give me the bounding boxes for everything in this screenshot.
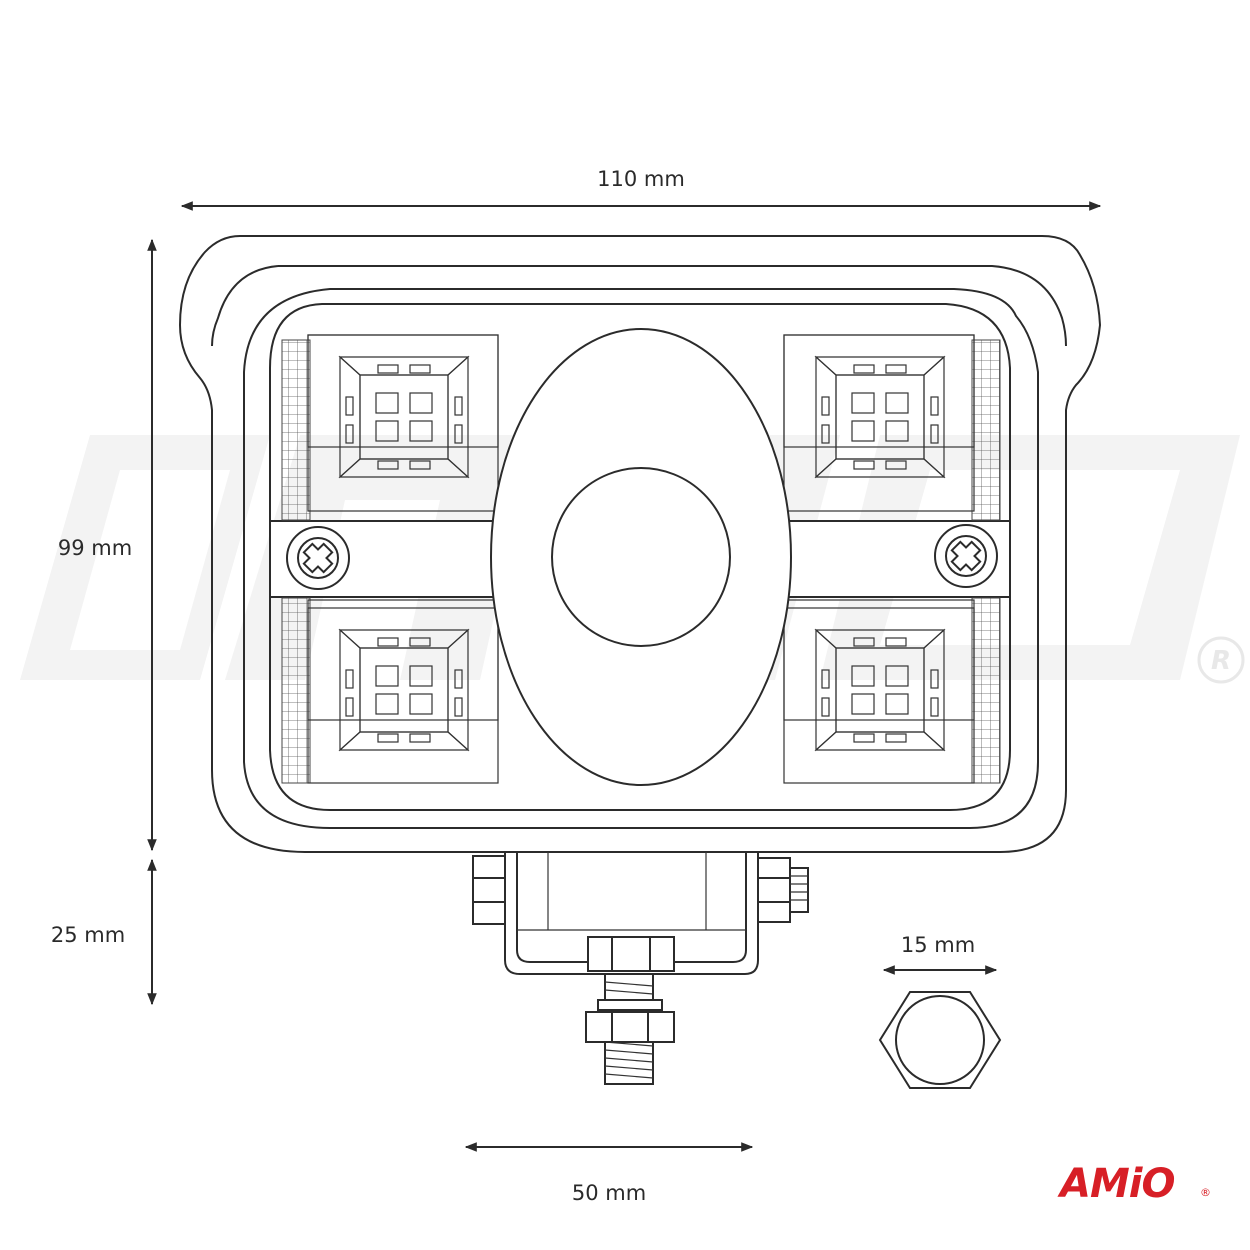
dimension-lines	[147, 201, 1102, 1152]
nut-size-label: 15 mm	[901, 933, 975, 957]
registered-mark: ®	[1200, 1186, 1211, 1199]
led-module-top-left	[307, 334, 499, 512]
hex-nut-icon	[878, 991, 1002, 1089]
led-module-top-right	[783, 334, 975, 512]
svg-text:R: R	[1211, 646, 1231, 676]
width-label: 110 mm	[597, 167, 685, 191]
amio-logo: AMiO ®	[1057, 1161, 1211, 1207]
logo-text: AMiO	[1057, 1161, 1174, 1207]
led-module-bottom-left	[307, 599, 499, 784]
led-module-bottom-right	[783, 599, 975, 784]
bracket-width-label: 50 mm	[572, 1181, 646, 1205]
central-reflector	[490, 328, 792, 786]
mounting-bracket	[472, 852, 809, 975]
mounting-bolt	[585, 973, 675, 1085]
height-label: 99 mm	[58, 536, 132, 560]
bracket-height-label: 25 mm	[51, 923, 125, 947]
